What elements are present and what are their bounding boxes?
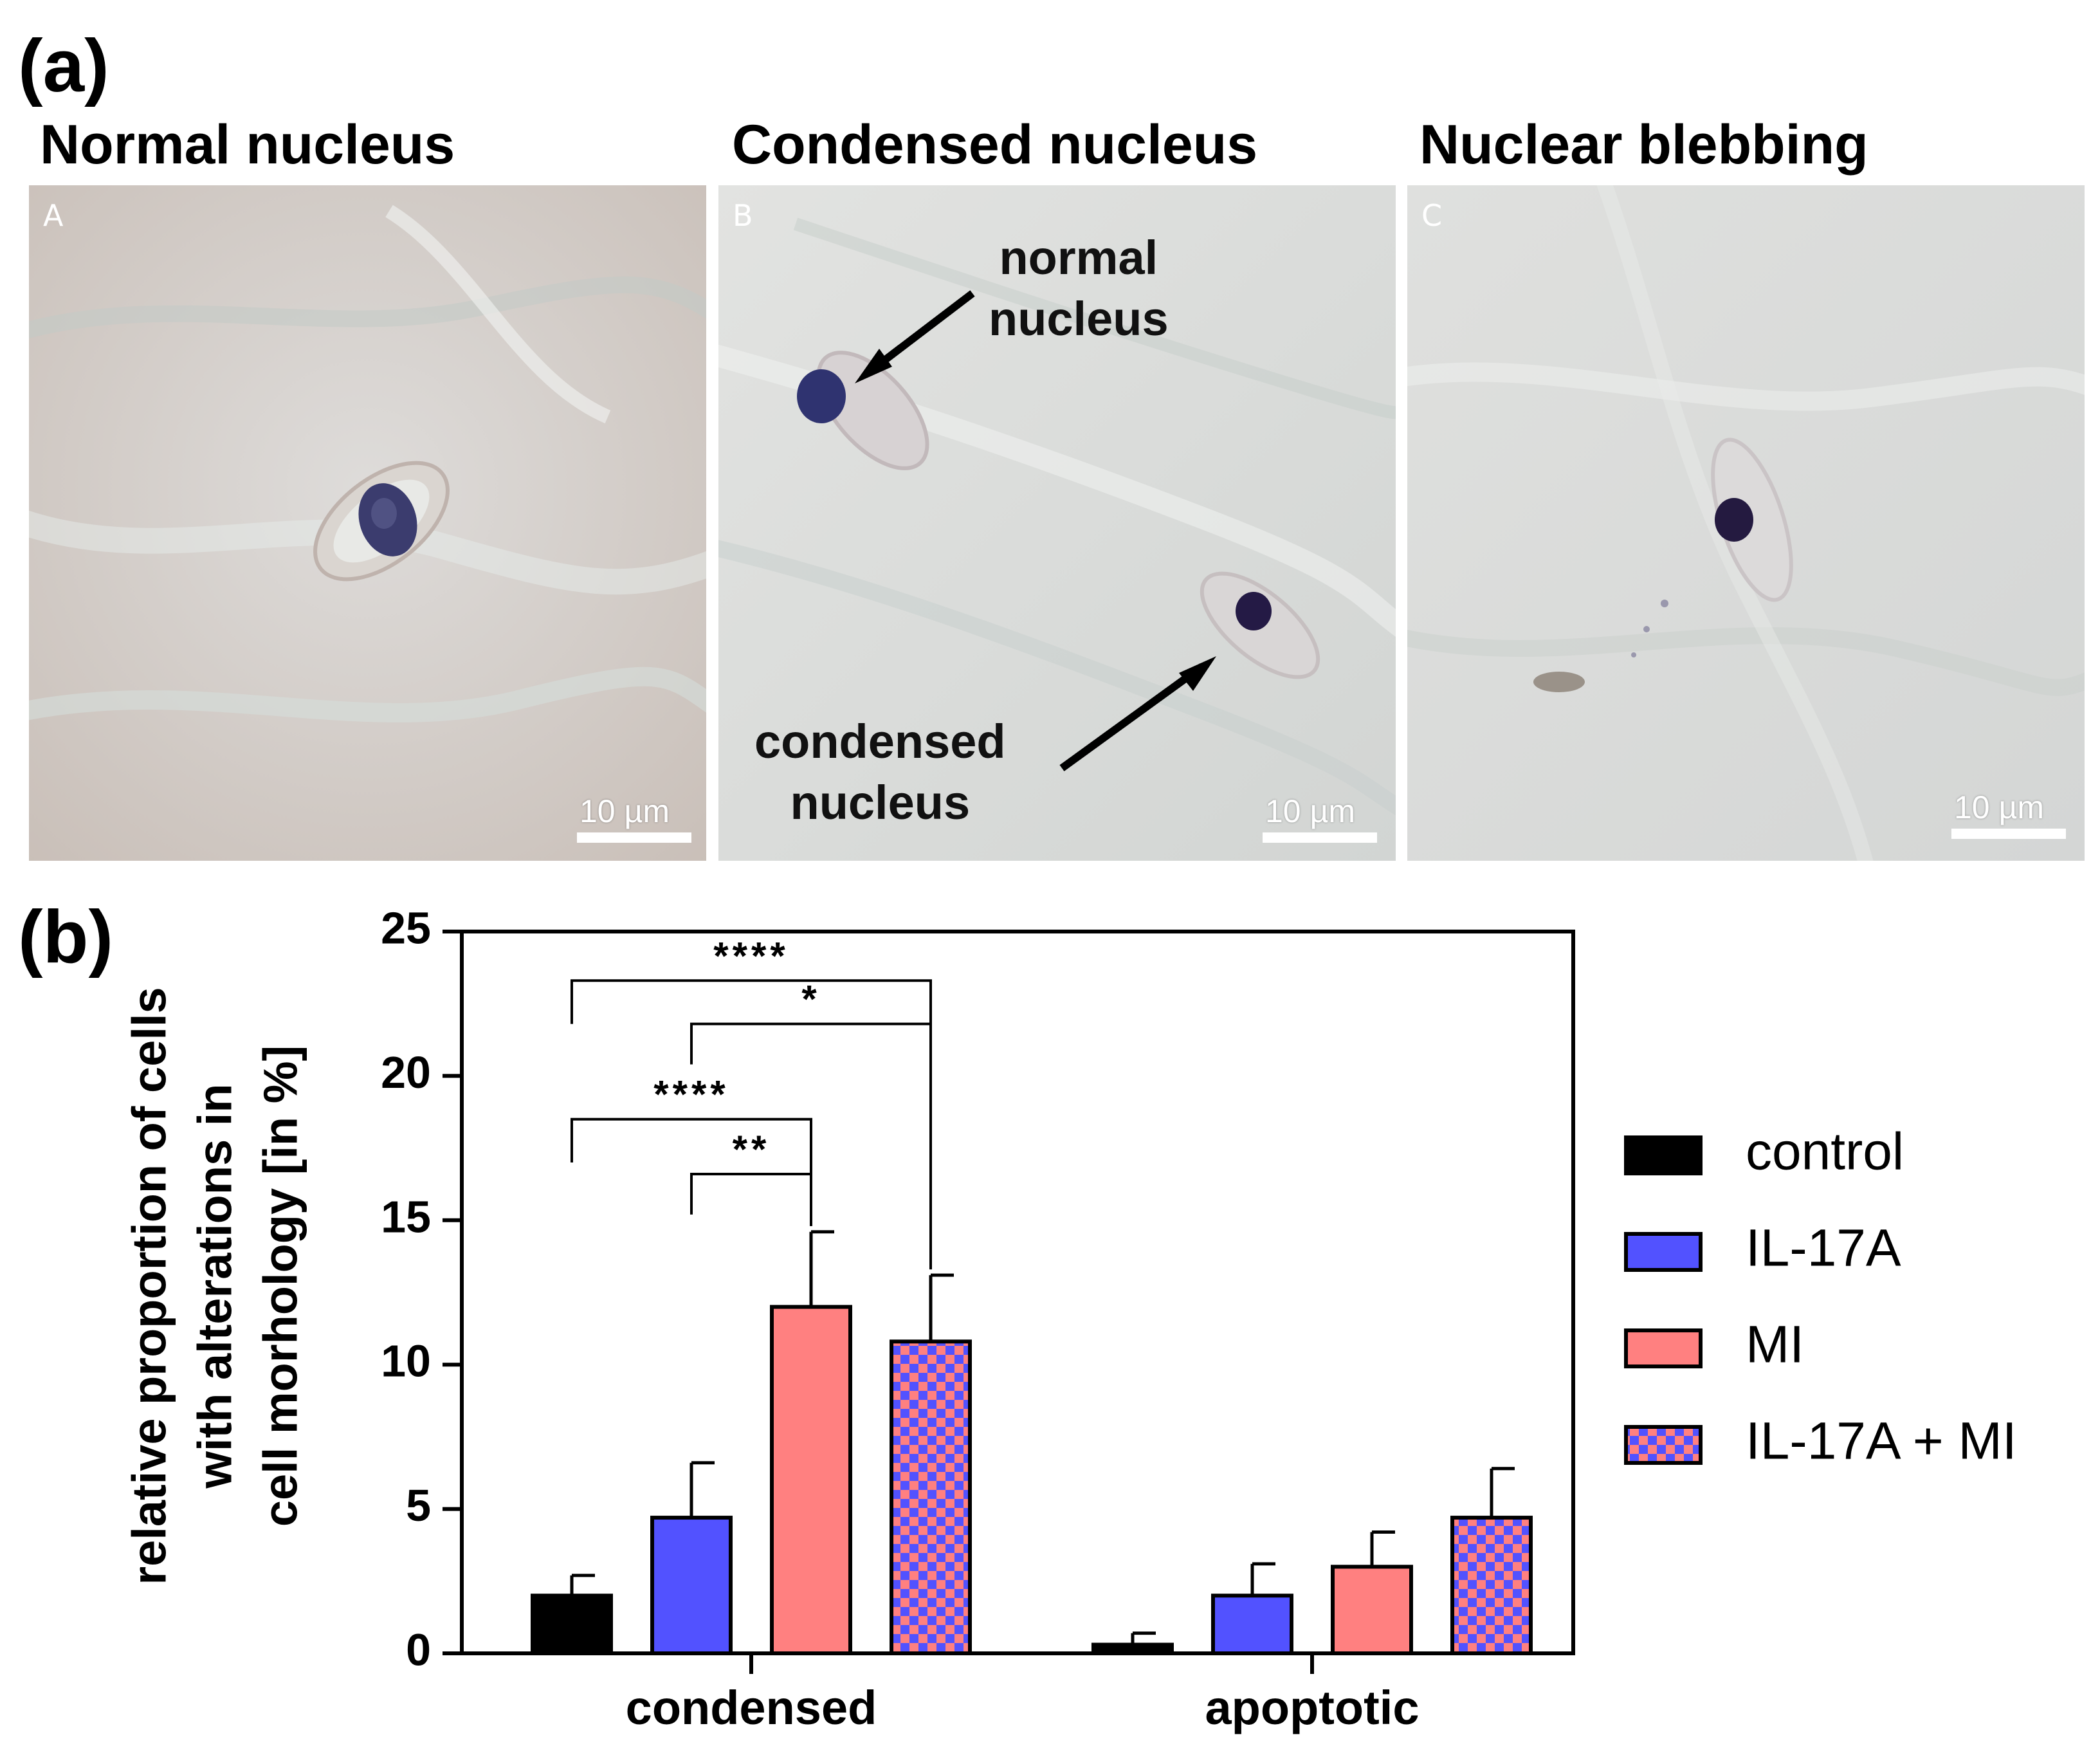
- x-tick-label-apoptotic: apoptotic: [1205, 1681, 1420, 1734]
- micrograph-normal-nucleus: A 10 µm: [29, 185, 706, 861]
- micrograph-c-image: [1407, 185, 2085, 861]
- legend-label: control: [1746, 1123, 1904, 1181]
- micrograph-c-title: Nuclear blebbing: [1420, 114, 1868, 176]
- annotation-normal-nucleus: normal nucleus: [989, 228, 1169, 349]
- y-tick-label: 0: [406, 1624, 431, 1675]
- annotation-normal-line2: nucleus: [989, 291, 1169, 345]
- legend-swatch: [1624, 1135, 1703, 1175]
- significance-label: *: [801, 978, 820, 1021]
- annotation-condensed-line2: nucleus: [790, 775, 971, 829]
- significance-label: **: [733, 1128, 771, 1171]
- y-tick-label: 25: [381, 903, 431, 953]
- micrograph-c-corner-label: C: [1421, 198, 1443, 233]
- annotation-normal-line1: normal: [999, 231, 1158, 284]
- micrograph-nuclear-blebbing: C 10 µm: [1407, 185, 2085, 861]
- micrograph-b-image: [718, 185, 1396, 861]
- panel-b-label: (b): [18, 895, 114, 978]
- micrograph-b-title: Condensed nucleus: [732, 114, 1258, 176]
- micrograph-b-corner-label: B: [733, 198, 753, 233]
- legend-swatch: [1624, 1328, 1703, 1368]
- legend-label: IL-17A + MI: [1746, 1412, 2017, 1471]
- y-axis-label-line-3: cell morhology [in %]: [254, 1045, 307, 1527]
- micrograph-a-corner-label: A: [43, 198, 64, 233]
- bar-condensed-mi: [770, 1305, 852, 1655]
- significance-bracket: [571, 1117, 812, 1226]
- legend-swatch: [1624, 1425, 1703, 1465]
- bar-chart: relative proportion of cells with altera…: [123, 903, 2017, 1734]
- significance-bracket: [690, 1022, 932, 1270]
- micrograph-b-scale-bar: [1263, 832, 1377, 843]
- plot-frame: [460, 930, 1575, 1655]
- micrograph-a-title: Normal nucleus: [40, 114, 455, 176]
- bar-apoptotic-il-17a-mi: [1450, 1516, 1533, 1656]
- micrograph-a-image: [29, 185, 706, 861]
- bar-apoptotic-control: [1091, 1642, 1174, 1656]
- significance-label: ****: [653, 1073, 729, 1116]
- bar-condensed-il-17a: [650, 1516, 733, 1656]
- significance-bracket: [690, 1172, 812, 1226]
- annotation-condensed-nucleus: condensed nucleus: [754, 712, 1006, 833]
- bar-apoptotic-il-17a: [1211, 1594, 1293, 1655]
- y-tick-label: 15: [381, 1191, 431, 1242]
- micrograph-a-scale-bar: [577, 832, 691, 843]
- bar-condensed-control: [531, 1594, 613, 1655]
- y-tick-label: 20: [381, 1047, 431, 1098]
- bar-condensed-il-17a-mi: [890, 1339, 972, 1656]
- legend-label: IL-17A: [1746, 1219, 1901, 1278]
- annotation-condensed-line1: condensed: [754, 715, 1006, 768]
- micrograph-condensed-nucleus: normal nucleus condensed nucleus B 10 µm: [718, 185, 1396, 861]
- x-tick-label-condensed: condensed: [626, 1681, 877, 1734]
- y-tick-label: 10: [381, 1336, 431, 1386]
- micrograph-b-scale-label: 10 µm: [1265, 793, 1355, 829]
- panel-a-label: (a): [18, 24, 109, 107]
- bar-apoptotic-mi: [1331, 1565, 1413, 1655]
- y-tick-label: 5: [406, 1480, 431, 1530]
- micrograph-c-scale-label: 10 µm: [1954, 789, 2044, 825]
- micrograph-c-scale-bar: [1951, 829, 2066, 839]
- legend-swatch: [1624, 1232, 1703, 1272]
- micrograph-a-scale-label: 10 µm: [580, 793, 670, 829]
- significance-label: ****: [713, 934, 789, 977]
- y-axis-label-line-2: with alterations in: [188, 1083, 242, 1489]
- y-axis-label: relative proportion of cells with altera…: [123, 987, 307, 1585]
- y-axis-label-line-1: relative proportion of cells: [123, 987, 176, 1585]
- legend-label: MI: [1746, 1316, 1804, 1374]
